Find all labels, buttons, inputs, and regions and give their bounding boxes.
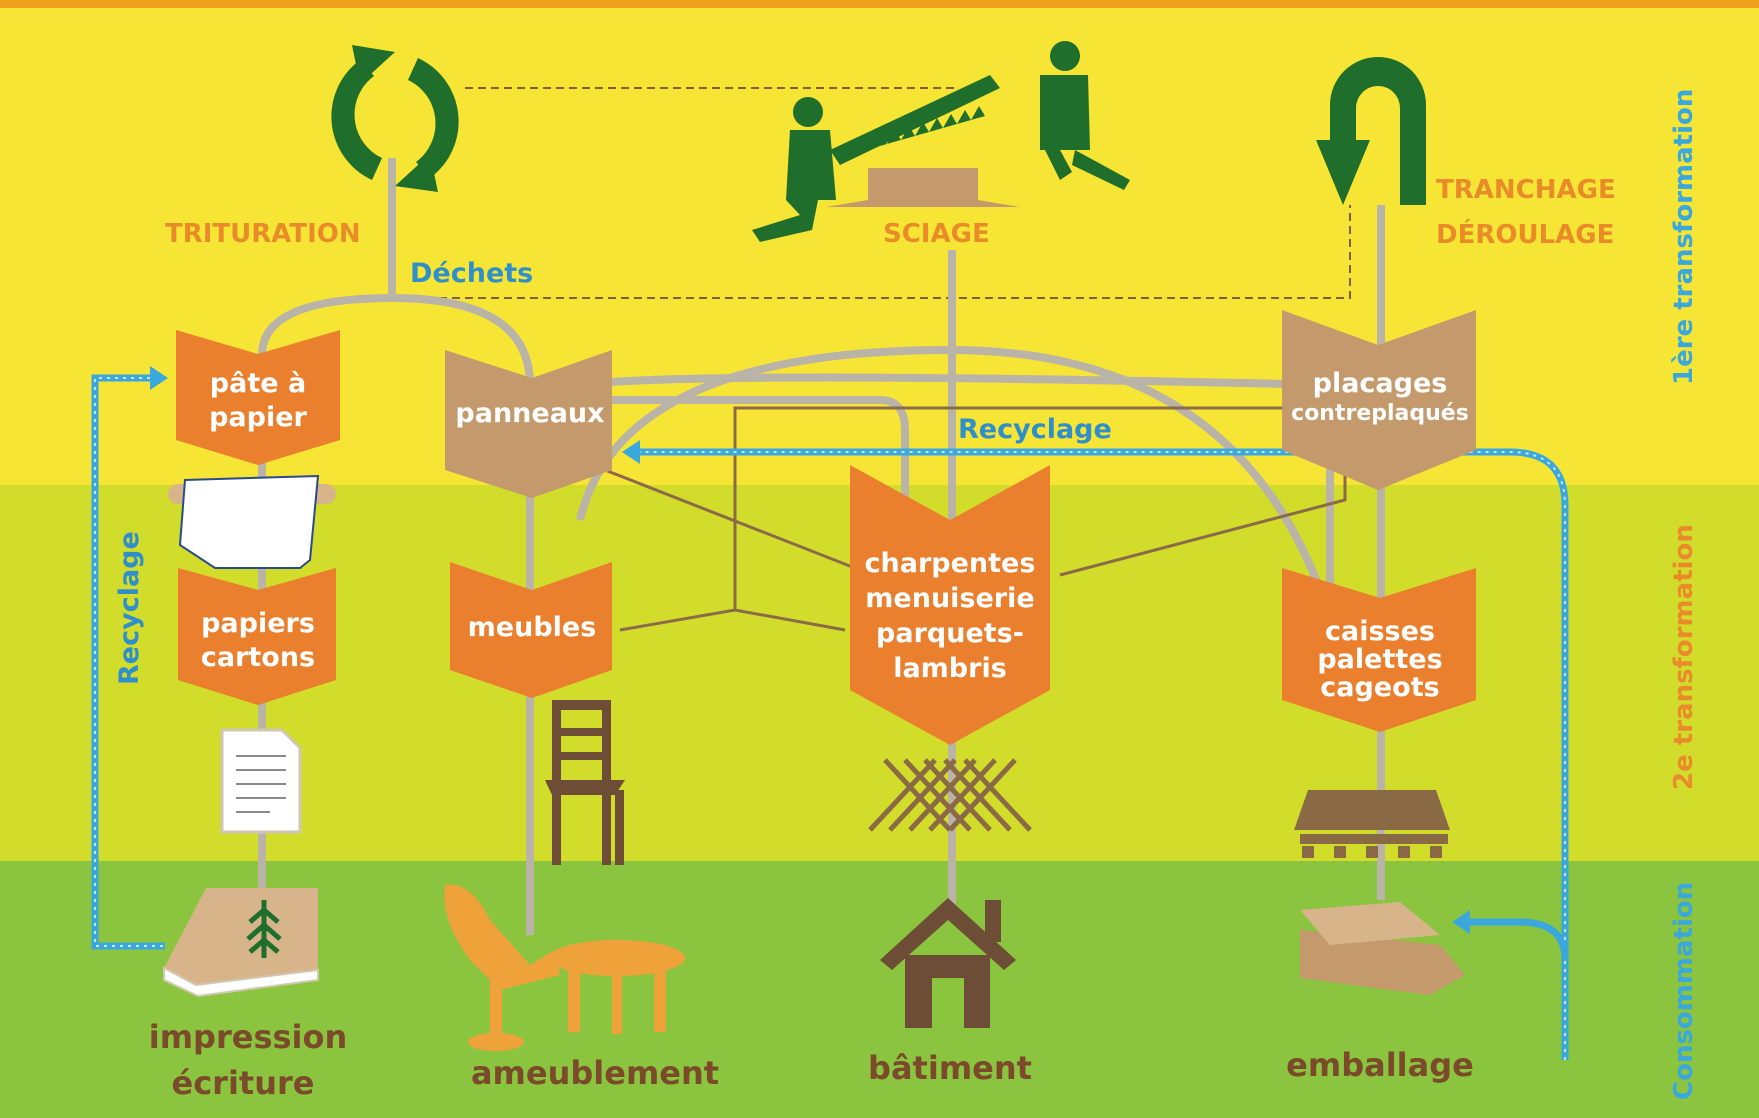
box-meubles: meubles [450, 562, 612, 698]
label-emballage: emballage [1286, 1046, 1474, 1084]
label-ecriture: écriture [172, 1064, 315, 1102]
svg-text:parquets-: parquets- [876, 618, 1024, 649]
label-recyclage-vertical: Recyclage [114, 531, 145, 685]
document-icon [220, 728, 302, 834]
open-box-icon [1300, 902, 1465, 995]
label-sciage: SCIAGE [883, 219, 990, 249]
recycle-arrows-icon [331, 45, 459, 192]
label-tranchage: TRANCHAGE [1436, 175, 1616, 205]
chair-icon [545, 700, 625, 865]
dashed-link-dechets [400, 205, 1351, 299]
svg-text:charpentes: charpentes [865, 548, 1036, 579]
roof-frame-icon [868, 758, 1032, 832]
stage-label-second: 2e transformation [1669, 524, 1699, 790]
svg-text:palettes: palettes [1317, 644, 1442, 675]
label-impression: impression [149, 1018, 348, 1056]
u-turn-arrow-icon [1316, 57, 1426, 205]
label-deroulage: DÉROULAGE [1436, 218, 1614, 250]
label-ameublement: ameublement [471, 1054, 719, 1092]
stage-label-consumption: Consommation [1669, 882, 1699, 1100]
label-batiment: bâtiment [868, 1049, 1032, 1087]
book-icon [163, 888, 319, 998]
furniture-icon [444, 884, 685, 1051]
svg-text:caisses: caisses [1325, 616, 1435, 647]
svg-text:placages: placages [1313, 368, 1448, 399]
svg-text:cageots: cageots [1320, 672, 1439, 703]
two-person-saw-icon [752, 41, 1130, 242]
svg-text:papiers: papiers [201, 608, 315, 639]
paper-roll-icon [168, 474, 336, 569]
svg-text:menuiserie: menuiserie [865, 583, 1034, 614]
label-trituration: TRITURATION [165, 219, 361, 249]
box-pate-a-papier: pâte à papier [176, 330, 340, 465]
svg-text:pâte à: pâte à [210, 368, 306, 399]
top-border [0, 0, 1759, 8]
svg-text:cartons: cartons [201, 642, 315, 673]
svg-text:papier: papier [209, 402, 307, 433]
svg-text:meubles: meubles [468, 612, 597, 643]
recycling-arrows [91, 366, 1569, 1060]
stump-icon [826, 168, 1020, 207]
box-placages: placages contreplaqués [1282, 310, 1476, 490]
svg-text:lambris: lambris [893, 653, 1007, 684]
stage-label-first: 1ère transformation [1669, 89, 1699, 385]
box-caisses: caisses palettes cageots [1282, 568, 1476, 732]
svg-text:panneaux: panneaux [455, 398, 604, 429]
box-papiers-cartons: papiers cartons [178, 568, 336, 705]
svg-text:contreplaqués: contreplaqués [1291, 401, 1469, 426]
house-icon [880, 898, 1016, 1028]
label-recyclage-horizontal: Recyclage [958, 414, 1112, 445]
pallet-icon [1294, 790, 1450, 858]
box-panneaux: panneaux [445, 350, 612, 498]
box-charpentes: charpentes menuiserie parquets- lambris [850, 465, 1050, 745]
label-dechets: Déchets [410, 258, 533, 289]
